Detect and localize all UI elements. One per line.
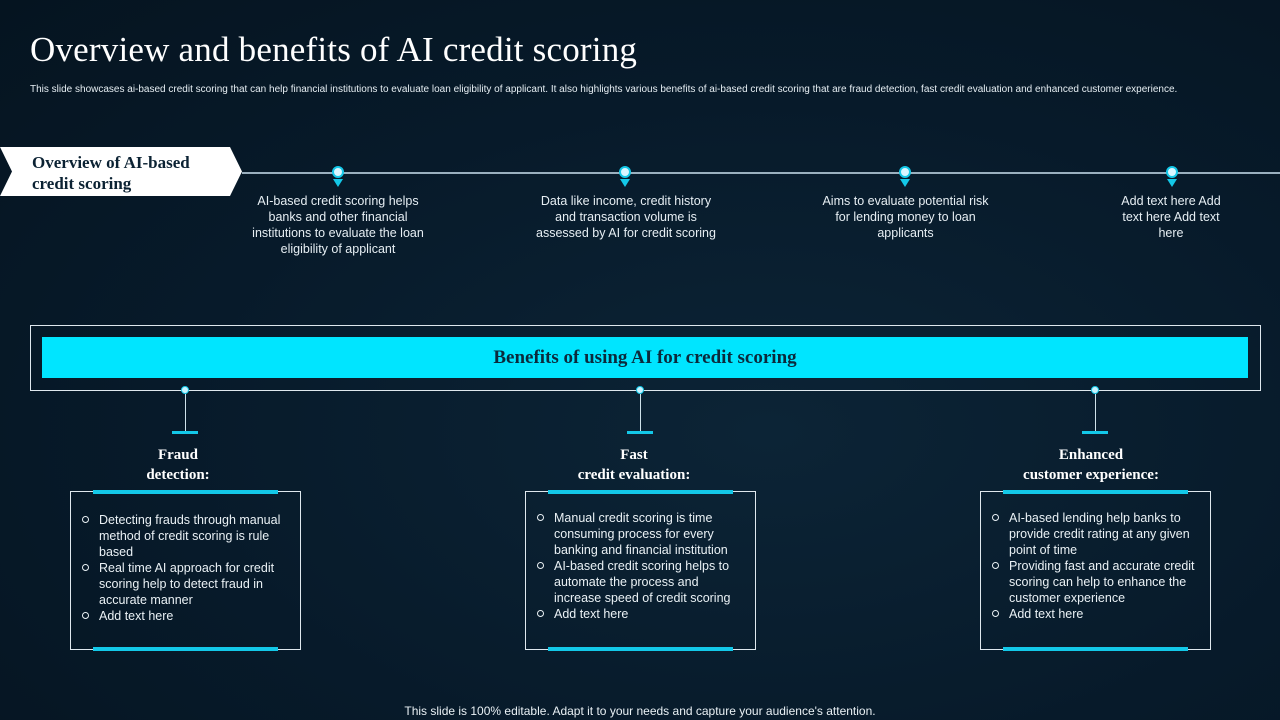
benefit-list: Detecting frauds through manual method o… <box>81 512 294 624</box>
list-item: AI-based lending help banks to provide c… <box>991 510 1204 558</box>
timeline-text-4: Add text here Add text here Add text her… <box>1121 194 1221 240</box>
benefits-frame <box>30 325 1261 391</box>
benefit-heading-line2: detection: <box>146 467 210 483</box>
page-subtitle: This slide showcases ai-based credit sco… <box>30 84 1178 95</box>
timeline-node-4 <box>1165 166 1179 188</box>
list-item: Manual credit scoring is time consuming … <box>536 510 749 558</box>
timeline-node-1 <box>331 166 345 188</box>
timeline-text-2: Data like income, credit history and tra… <box>536 194 716 240</box>
benefit-heading-fraud: Fraud detection: <box>58 445 298 485</box>
benefit-list: AI-based lending help banks to provide c… <box>991 510 1204 622</box>
connector-2 <box>627 386 653 436</box>
overview-label-line1: Overview of AI-based <box>32 153 190 172</box>
list-item: Add text here <box>81 608 294 624</box>
benefit-heading-line1: Fraud <box>157 447 198 463</box>
benefit-heading-line2: customer experience: <box>1023 467 1159 483</box>
list-item: Providing fast and accurate credit scori… <box>991 558 1204 606</box>
benefit-box-fraud: Detecting frauds through manual method o… <box>70 490 301 651</box>
benefit-heading-line1: Enhanced <box>1058 447 1124 463</box>
overview-tab-shape <box>0 147 242 196</box>
benefit-heading-line1: Fast <box>620 447 648 463</box>
benefit-box-fast: Manual credit scoring is time consuming … <box>525 490 756 651</box>
benefits-banner: Benefits of using AI for credit scoring <box>42 337 1248 378</box>
timeline-text-3: Aims to evaluate potential risk for lend… <box>822 194 989 240</box>
timeline-node-3 <box>898 166 912 188</box>
page-title: Overview and benefits of AI credit scori… <box>30 30 638 69</box>
list-item: Add text here <box>991 606 1204 622</box>
connector-1 <box>172 386 198 436</box>
benefit-box-experience: AI-based lending help banks to provide c… <box>980 490 1211 651</box>
benefit-list: Manual credit scoring is time consuming … <box>536 510 749 622</box>
benefit-heading-line2: credit evaluation: <box>577 467 691 483</box>
list-item: Real time AI approach for credit scoring… <box>81 560 294 608</box>
overview-label-line2: credit scoring <box>32 174 132 193</box>
footer-note: This slide is 100% editable. Adapt it to… <box>404 704 876 718</box>
overview-tab-label: Overview of AI-based credit scoring <box>32 152 232 194</box>
benefit-heading-fast: Fast credit evaluation: <box>514 445 754 485</box>
timeline-line <box>242 172 1280 174</box>
benefits-banner-title: Benefits of using AI for credit scoring <box>493 346 797 368</box>
list-item: Detecting frauds through manual method o… <box>81 512 294 560</box>
timeline-node-2 <box>618 166 632 188</box>
connector-3 <box>1082 386 1108 436</box>
timeline-text-1: AI-based credit scoring helps banks and … <box>252 194 424 256</box>
benefit-heading-experience: Enhanced customer experience: <box>971 445 1211 485</box>
list-item: Add text here <box>536 606 749 622</box>
list-item: AI-based credit scoring helps to automat… <box>536 558 749 606</box>
overview-tab: Overview of AI-based credit scoring <box>0 147 242 196</box>
